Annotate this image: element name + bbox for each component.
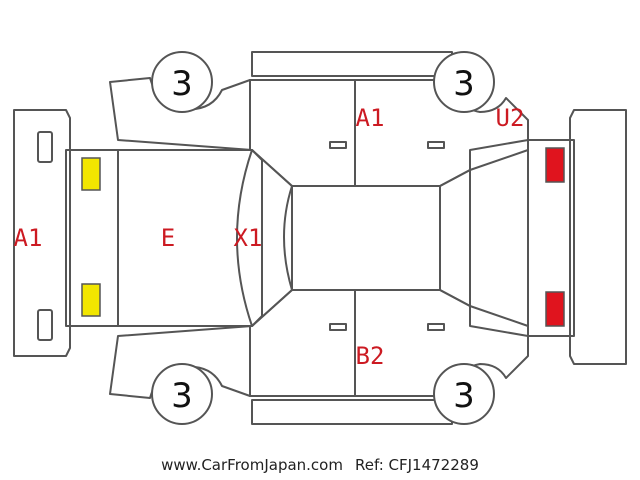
hood [65, 149, 263, 327]
rear-bumper [569, 109, 627, 365]
mark-front-bumper: A1 [14, 224, 43, 252]
wheel-grade-label: 3 [171, 376, 193, 416]
watermark-footer: www.CarFromJapan.com Ref: CFJ1472289 [0, 456, 640, 474]
wheel-grade-label: 3 [453, 376, 475, 416]
wheel-rear-left: 3 [433, 51, 495, 113]
mark-rear-right: U2 [496, 104, 525, 132]
footer-ref: Ref: CFJ1472289 [354, 456, 479, 474]
mark-windshield: X1 [234, 224, 263, 252]
wheel-front-right: 3 [151, 363, 213, 425]
taillight-left [545, 147, 565, 183]
mark-hood: E [161, 224, 175, 252]
wheel-rear-right: 3 [433, 363, 495, 425]
footer-site: www.CarFromJapan.com [161, 456, 343, 474]
taillight-right [545, 291, 565, 327]
wheel-grade-label: 3 [453, 64, 475, 104]
wheel-grade-label: 3 [171, 64, 193, 104]
rear-section [469, 139, 575, 337]
mark-right-side: B2 [356, 342, 385, 370]
wheel-front-left: 3 [151, 51, 213, 113]
headlight-left [81, 157, 101, 191]
roof [291, 169, 471, 307]
headlight-right [81, 283, 101, 317]
front-bumper [13, 109, 71, 357]
mark-roof-left: A1 [356, 104, 385, 132]
